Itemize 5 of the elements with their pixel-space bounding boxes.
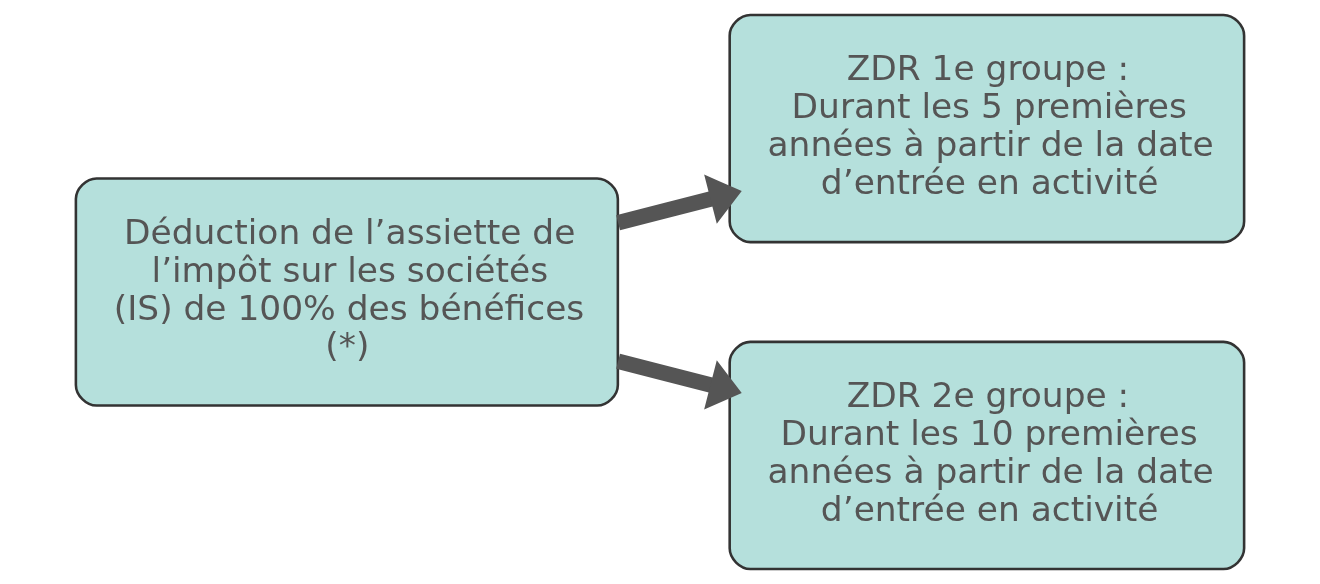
- arrow: [616, 353, 742, 410]
- arrow: [616, 174, 742, 231]
- node-box: Déduction de l’assiette de l’impôt sur les sociétés (IS) de 100% des bénéfices (*): [74, 177, 620, 407]
- node-box: ZDR 1e groupe : Durant les 5 premières années à partir de la date d’entrée en activité: [728, 13, 1246, 244]
- node-box: ZDR 2e groupe : Durant les 10 premières années à partir de la date d’entrée en activité: [728, 340, 1246, 571]
